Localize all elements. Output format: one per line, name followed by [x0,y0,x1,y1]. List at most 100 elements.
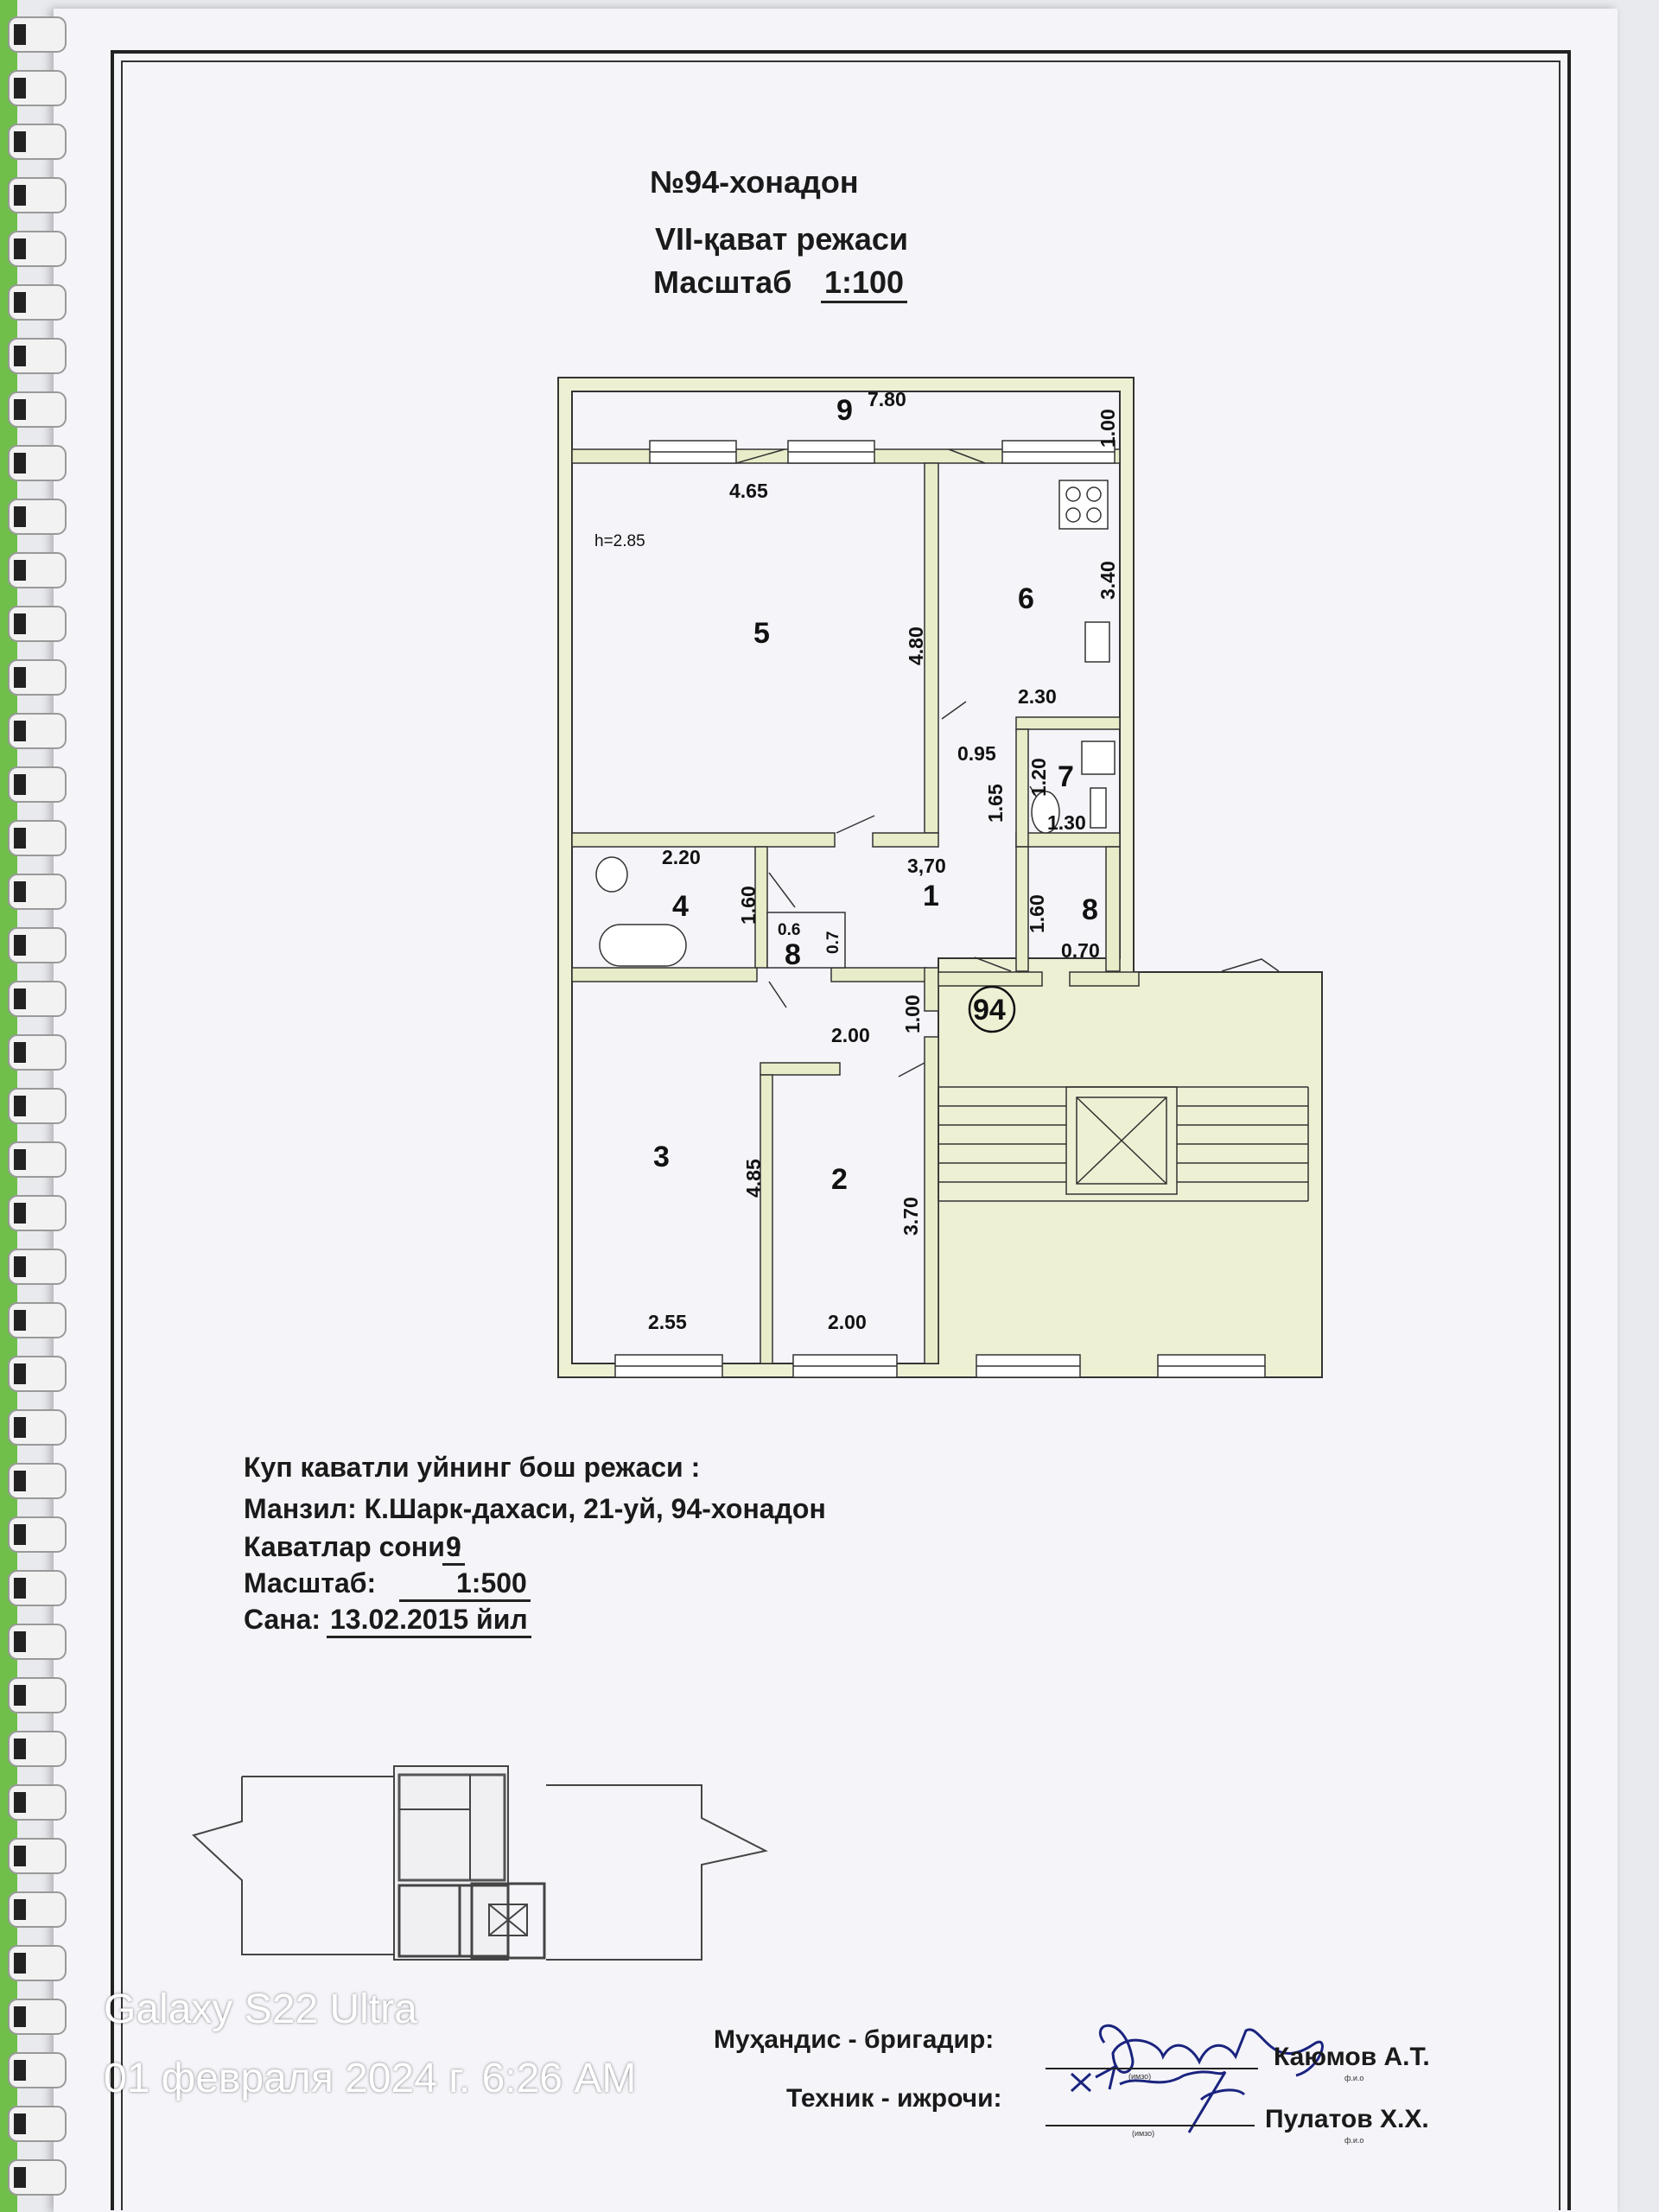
dim-room2-width: 2.00 [828,1311,867,1333]
binding-hole [14,613,26,634]
room-number-7: 7 [1058,760,1074,793]
dim-toilet-width: 1.30 [1047,811,1086,834]
room-number-5: 5 [753,617,770,650]
room-number-9: 9 [836,394,853,427]
apartment-marker-circle [968,985,1016,1033]
binding-hole [14,1417,26,1438]
binding-hole [14,1256,26,1277]
camera-timestamp: 01 февраля 2024 г. 6:26 AM [104,2056,637,2101]
apartment-title: №94-хонадон [650,164,859,200]
binding-hole [14,1792,26,1813]
binding-hole [14,935,26,956]
windows [614,440,1266,1378]
info-date-label: Сана: [244,1604,321,1635]
info-floors-value: 9 [442,1531,465,1566]
binding-hole [14,1096,26,1116]
camera-device-label: Galaxy S22 Ultra [104,1986,417,2032]
dim-storage-a-w: 0.6 [778,921,800,939]
technician-name: Пулатов Х.Х. [1265,2105,1429,2133]
binding-hole [14,1203,26,1224]
binding-hole [14,346,26,366]
walls [557,377,1323,1378]
binding-hole [14,1524,26,1545]
room-number-8a: 8 [785,938,801,971]
binding-hole [14,292,26,313]
binding-hole [14,2167,26,2188]
binding-hole [14,667,26,688]
binding-hole [14,988,26,1009]
room-number-2: 2 [831,1163,848,1196]
stairwell [938,1086,1309,1202]
room-number-8b: 8 [1082,893,1098,926]
binding-hole [14,238,26,259]
dim-kitchen-width: 2.30 [1018,685,1057,708]
binding-hole [14,1578,26,1599]
room-number-4: 4 [672,890,689,923]
info-date-value: 13.02.2015 йил [327,1604,531,1638]
dim-balcony-depth: 1.00 [1096,409,1119,448]
binding-hole [14,24,26,45]
binding-hole [14,1899,26,1920]
binding-hole [14,1149,26,1170]
site-plan-thumbnail [192,1765,768,1961]
binding-hole [14,185,26,206]
binding-hole [14,399,26,420]
dim-room3-width: 2.55 [648,1311,687,1333]
page-frame [111,50,1571,2210]
binding-hole [14,2113,26,2134]
dim-passage-width: 2.00 [831,1024,870,1046]
scale-value: 1:100 [821,264,908,303]
binding-hole [14,1953,26,1974]
engineer-name-caption: ф.и.о [1344,2074,1364,2082]
info-scale-value: 1:500 [399,1567,531,1602]
dim-room5-width: 4.65 [729,480,768,502]
engineer-name: Каюмов А.Т. [1274,2043,1430,2071]
binding-hole [14,2060,26,2081]
dim-passage-depth: 1.00 [901,995,924,1033]
dim-corridor-width: 0.95 [957,742,996,765]
dim-kitchen-depth: 3.40 [1096,561,1119,600]
floor-plan-title: VII-қават режаси [655,221,909,257]
binding-hole [14,131,26,152]
technician-role: Техник - ижрочи: [786,2084,1002,2113]
dim-hall-length: 3,70 [907,855,946,877]
signature-technician [1070,2064,1246,2133]
binding-hole [14,1042,26,1063]
dim-toilet-side: 1.65 [984,784,1007,823]
binding-hole [14,560,26,581]
binding-hole [14,506,26,527]
dim-toilet-depth: 1.20 [1027,758,1050,797]
technician-sign-caption: (имзо) [1132,2129,1155,2138]
info-title: Куп каватли уйнинг бош режаси : [244,1452,701,1483]
binding-hole [14,1631,26,1652]
dim-bath-width: 2.20 [662,846,701,868]
apartment-marker: 94 [973,994,1006,1027]
room-number-6: 6 [1018,582,1034,615]
spiral-binding [8,16,67,2196]
binding-hole [14,78,26,99]
info-address: Манзил: К.Шарк-дахаси, 21-уй, 94-хонадон [244,1493,826,1524]
ceiling-height: h=2.85 [594,532,645,550]
door-swings [735,448,1280,1077]
engineer-sign-caption: (имзо) [1128,2072,1152,2081]
binding-hole [14,774,26,795]
technician-name-caption: ф.и.о [1344,2136,1364,2145]
binding-hole [14,828,26,849]
binding-hole [14,721,26,741]
engineer-role: Муҳандис - бригадир: [714,2025,995,2054]
binding-hole [14,1846,26,1866]
signature-engineer [1098,2024,1324,2077]
info-floors-label: Каватлар сони : [244,1531,462,1562]
binding-hole [14,1310,26,1331]
dim-balcony-length: 7.80 [868,388,906,410]
info-scale-label: Масштаб: [244,1567,377,1599]
room-number-1: 1 [923,880,939,912]
fixtures [595,480,1116,967]
binding-hole [14,1738,26,1759]
dim-bath-depth: 1.60 [737,886,760,925]
binding-hole [14,453,26,474]
room-number-3: 3 [653,1141,670,1173]
dim-storage-a-d: 0.7 [824,931,842,954]
scale-label: Масштаб [653,264,792,300]
